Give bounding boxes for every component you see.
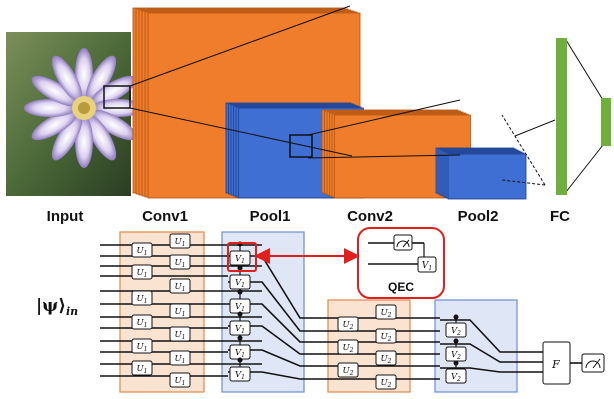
u1-gate-b7 <box>169 372 191 388</box>
fc-measure: F <box>542 341 605 385</box>
u1-gate-b6 <box>169 350 191 366</box>
cnn-pipeline: Input Conv1 Pool1 Conv2 Pool2 FC <box>6 5 611 225</box>
measurement-icon <box>581 353 605 373</box>
svg-text:U1: U1 <box>175 376 186 387</box>
u1-gate-b4 <box>169 303 191 319</box>
input-kernel-box <box>103 85 131 109</box>
u1-gate-b5 <box>169 326 191 342</box>
svg-text:V1: V1 <box>235 278 245 289</box>
v1-gate-4 <box>229 320 251 336</box>
svg-text:V2: V2 <box>451 350 461 361</box>
v1-gate-2 <box>229 274 251 290</box>
svg-text:U2: U2 <box>343 366 354 377</box>
control-dot <box>453 314 459 320</box>
svg-text:U1: U1 <box>175 307 186 318</box>
svg-text:U1: U1 <box>175 258 186 269</box>
control-dot <box>453 360 459 366</box>
svg-text:U1: U1 <box>175 237 186 248</box>
control-dot <box>453 338 459 344</box>
u1-gate-a6 <box>131 360 153 376</box>
svg-text:U2: U2 <box>343 320 354 331</box>
u2-gate-a1 <box>337 316 359 332</box>
u2-gate-a2 <box>337 339 359 355</box>
svg-text:U1: U1 <box>137 318 148 329</box>
svg-text:U1: U1 <box>137 268 148 279</box>
qec-v1-gate <box>417 256 437 273</box>
fc-layer-1 <box>556 38 567 195</box>
fc-layer-2 <box>601 98 611 146</box>
svg-text:V1: V1 <box>235 348 245 359</box>
u1-gate-b3 <box>169 278 191 294</box>
projection-lines <box>129 5 604 193</box>
input-state-label: |ψ⟩in <box>36 296 78 318</box>
svg-text:U1: U1 <box>137 342 148 353</box>
u2-gate-b1 <box>375 304 397 320</box>
v2-gate-3 <box>445 368 467 384</box>
pool1-kernel-box <box>289 134 313 158</box>
v1-gate-1 <box>229 250 251 266</box>
v1-gate-6 <box>229 366 251 382</box>
gate-layer: U1U1U1U1U1U1U1U1U1U1U1U1U1V1V1V1V1V1V1U2… <box>131 233 467 390</box>
label-conv2: Conv2 <box>347 208 393 225</box>
svg-text:F: F <box>551 358 560 371</box>
u2-gate-b2 <box>375 328 397 344</box>
svg-text:U1: U1 <box>175 354 186 365</box>
control-dot <box>237 335 243 341</box>
qec-box <box>357 227 445 299</box>
svg-text:V1: V1 <box>235 302 245 313</box>
final-wire-1 <box>440 319 543 353</box>
svg-text:U1: U1 <box>175 330 186 341</box>
label-fc: FC <box>550 208 570 225</box>
control-dot <box>237 289 243 295</box>
u2-gate-b4 <box>375 374 397 390</box>
qec-panel: V1 QEC <box>357 227 445 299</box>
u1-gate-b2 <box>169 254 191 270</box>
svg-text:V1: V1 <box>235 324 245 335</box>
svg-text:U2: U2 <box>381 354 392 365</box>
svg-text:U1: U1 <box>175 282 186 293</box>
pool2-map-7 <box>447 153 527 200</box>
u2-gate-a3 <box>337 362 359 378</box>
svg-text:U1: U1 <box>137 364 148 375</box>
fc-layers <box>556 38 611 195</box>
svg-text:V2: V2 <box>451 372 461 383</box>
quantum-circuit: U1U1U1U1U1U1U1U1U1U1U1U1U1V1V1V1V1V1V1U2… <box>36 227 605 393</box>
u1-gate-b1 <box>169 233 191 249</box>
svg-text:U1: U1 <box>137 294 148 305</box>
label-conv1: Conv1 <box>142 208 188 225</box>
svg-text:U2: U2 <box>381 308 392 319</box>
u1-gate-a3 <box>131 290 153 306</box>
final-wire-2 <box>440 343 543 363</box>
svg-text:U2: U2 <box>381 378 392 389</box>
u1-gate-a5 <box>131 338 153 354</box>
label-input: Input <box>47 208 84 225</box>
svg-text:U2: U2 <box>343 343 354 354</box>
control-dot <box>237 357 243 363</box>
u1-gate-a4 <box>131 314 153 330</box>
svg-text:V1: V1 <box>235 254 245 265</box>
u2-gate-b3 <box>375 350 397 366</box>
input-image <box>6 32 144 196</box>
svg-text:U1: U1 <box>137 246 148 257</box>
label-pool1: Pool1 <box>250 208 291 225</box>
label-pool2: Pool2 <box>458 208 499 225</box>
pool2-layers <box>435 147 527 200</box>
svg-text:U2: U2 <box>381 332 392 343</box>
final-wire-3 <box>440 367 543 373</box>
qec-label: QEC <box>388 280 414 294</box>
v2-gate-1 <box>445 322 467 338</box>
svg-text:V1: V1 <box>422 261 432 272</box>
u1-gate-a1 <box>131 242 153 258</box>
u1-gate-a2 <box>131 264 153 280</box>
control-dot <box>237 265 243 271</box>
control-dot <box>237 311 243 317</box>
svg-text:V2: V2 <box>451 326 461 337</box>
svg-text:V1: V1 <box>235 370 245 381</box>
qec-meter-icon <box>393 234 413 251</box>
